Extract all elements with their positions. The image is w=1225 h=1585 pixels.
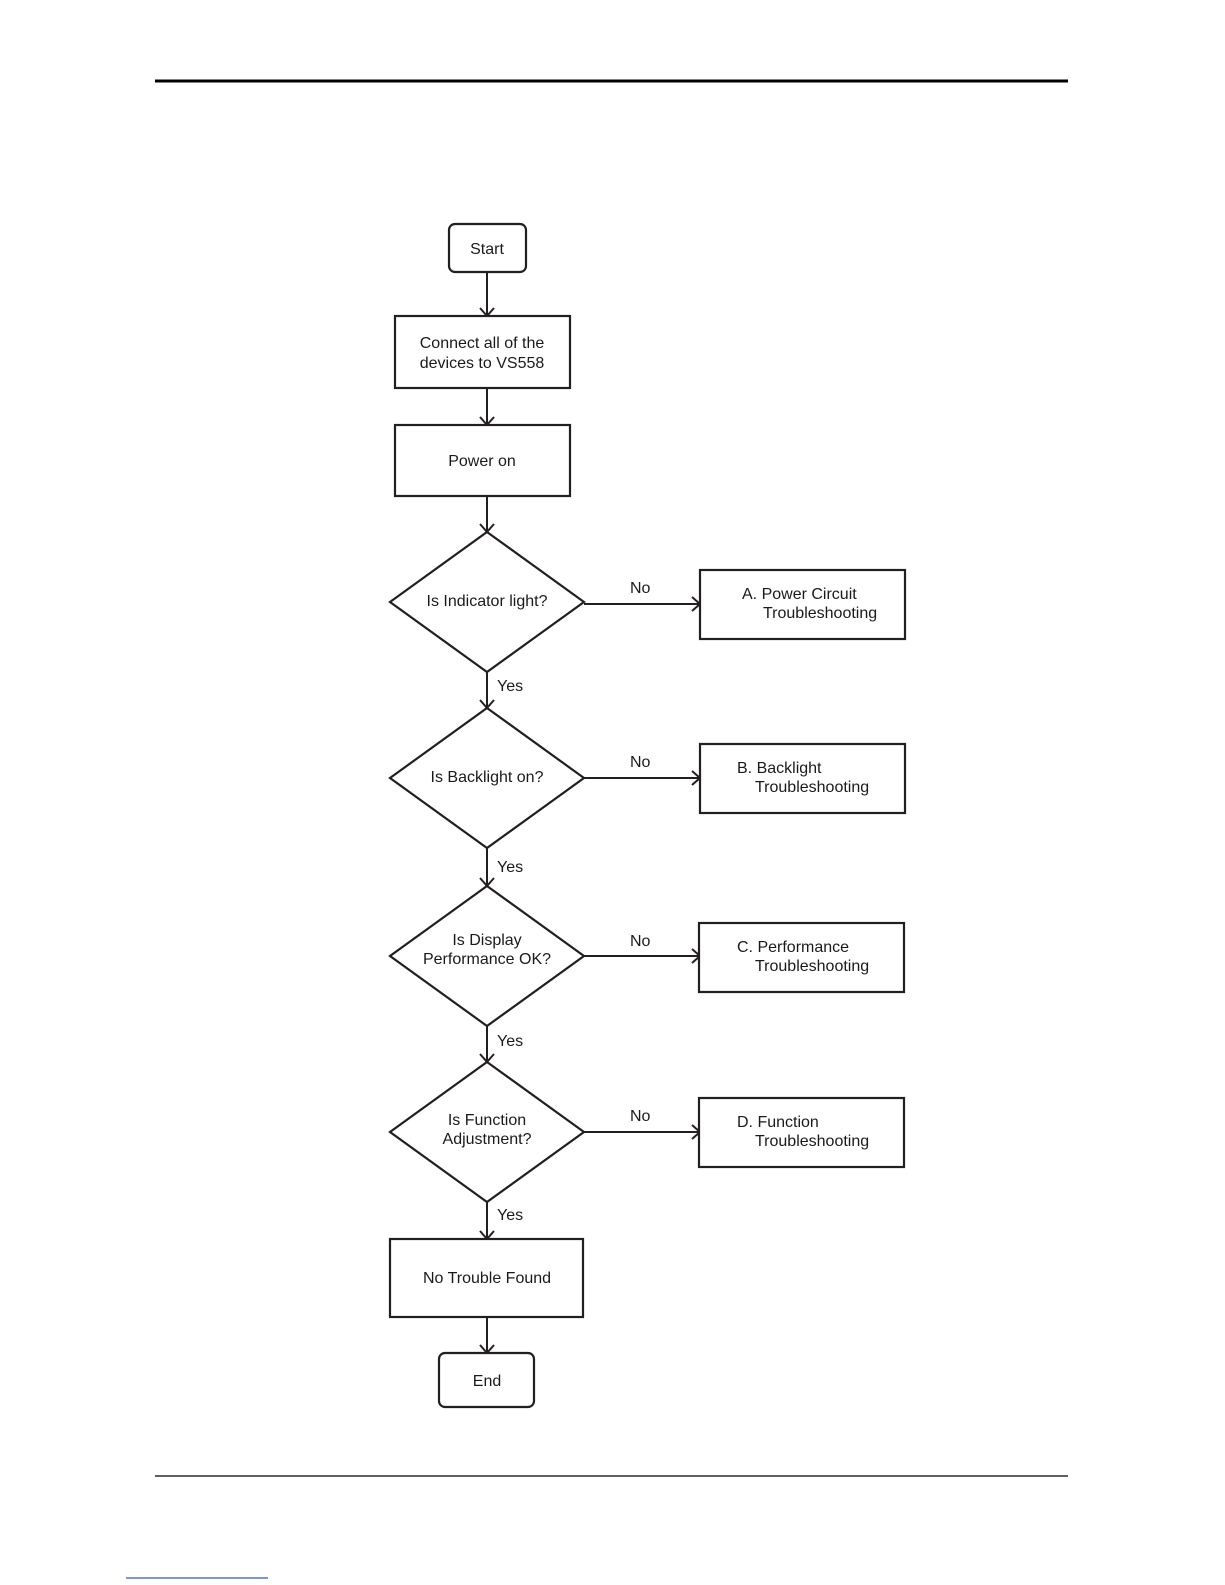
edge-label-yes-3: Yes (497, 1033, 523, 1050)
edge-label-no-4: No (630, 1108, 651, 1125)
display-question-line2: Performance OK? (423, 951, 551, 968)
display-question-line1: Is Display (452, 932, 521, 949)
connect-devices-step: Connect all of the devices to VS558 (393, 314, 572, 390)
backlight-ts-line1: B. Backlight (737, 760, 822, 777)
end-terminal: End (437, 1351, 536, 1409)
display-decision: Is Display Performance OK? (388, 884, 586, 1028)
function-troubleshooting-box: D. Function Troubleshooting (697, 1096, 906, 1169)
no-trouble-found-step: No Trouble Found (388, 1237, 585, 1319)
connect-devices-line2: devices to VS558 (420, 355, 545, 372)
function-question-line1: Is Function (448, 1112, 526, 1129)
indicator-decision: Is Indicator light? (388, 530, 586, 674)
power-on-label: Power on (448, 453, 516, 470)
edge-label-yes-2: Yes (497, 859, 523, 876)
function-ts-line1: D. Function (737, 1114, 819, 1131)
end-label: End (473, 1373, 501, 1390)
power-circuit-line1: A. Power Circuit (742, 586, 857, 603)
performance-troubleshooting-box: C. Performance Troubleshooting (697, 921, 906, 994)
edge-labels: No No No No Yes Yes Yes Yes (497, 580, 651, 1224)
edge-label-yes-1: Yes (497, 678, 523, 695)
function-question-line2: Adjustment? (443, 1131, 532, 1148)
start-label: Start (470, 241, 504, 258)
edge-label-yes-4: Yes (497, 1207, 523, 1224)
backlight-question: Is Backlight on? (431, 769, 544, 786)
power-circuit-line2: Troubleshooting (763, 605, 877, 622)
performance-ts-line1: C. Performance (737, 939, 849, 956)
function-ts-line2: Troubleshooting (755, 1133, 869, 1150)
indicator-question: Is Indicator light? (427, 593, 548, 610)
backlight-decision: Is Backlight on? (388, 706, 586, 850)
performance-ts-line2: Troubleshooting (755, 958, 869, 975)
start-terminal: Start (447, 222, 528, 274)
edge-label-no-1: No (630, 580, 651, 597)
power-circuit-troubleshooting-box: A. Power Circuit Troubleshooting (698, 568, 907, 641)
no-trouble-found-label: No Trouble Found (423, 1270, 551, 1287)
edge-label-no-3: No (630, 933, 651, 950)
edge-label-no-2: No (630, 754, 651, 771)
backlight-troubleshooting-box: B. Backlight Troubleshooting (698, 742, 907, 815)
function-decision: Is Function Adjustment? (388, 1060, 586, 1204)
connect-devices-line1: Connect all of the (420, 335, 545, 352)
power-on-step: Power on (393, 423, 572, 498)
backlight-ts-line2: Troubleshooting (755, 779, 869, 796)
